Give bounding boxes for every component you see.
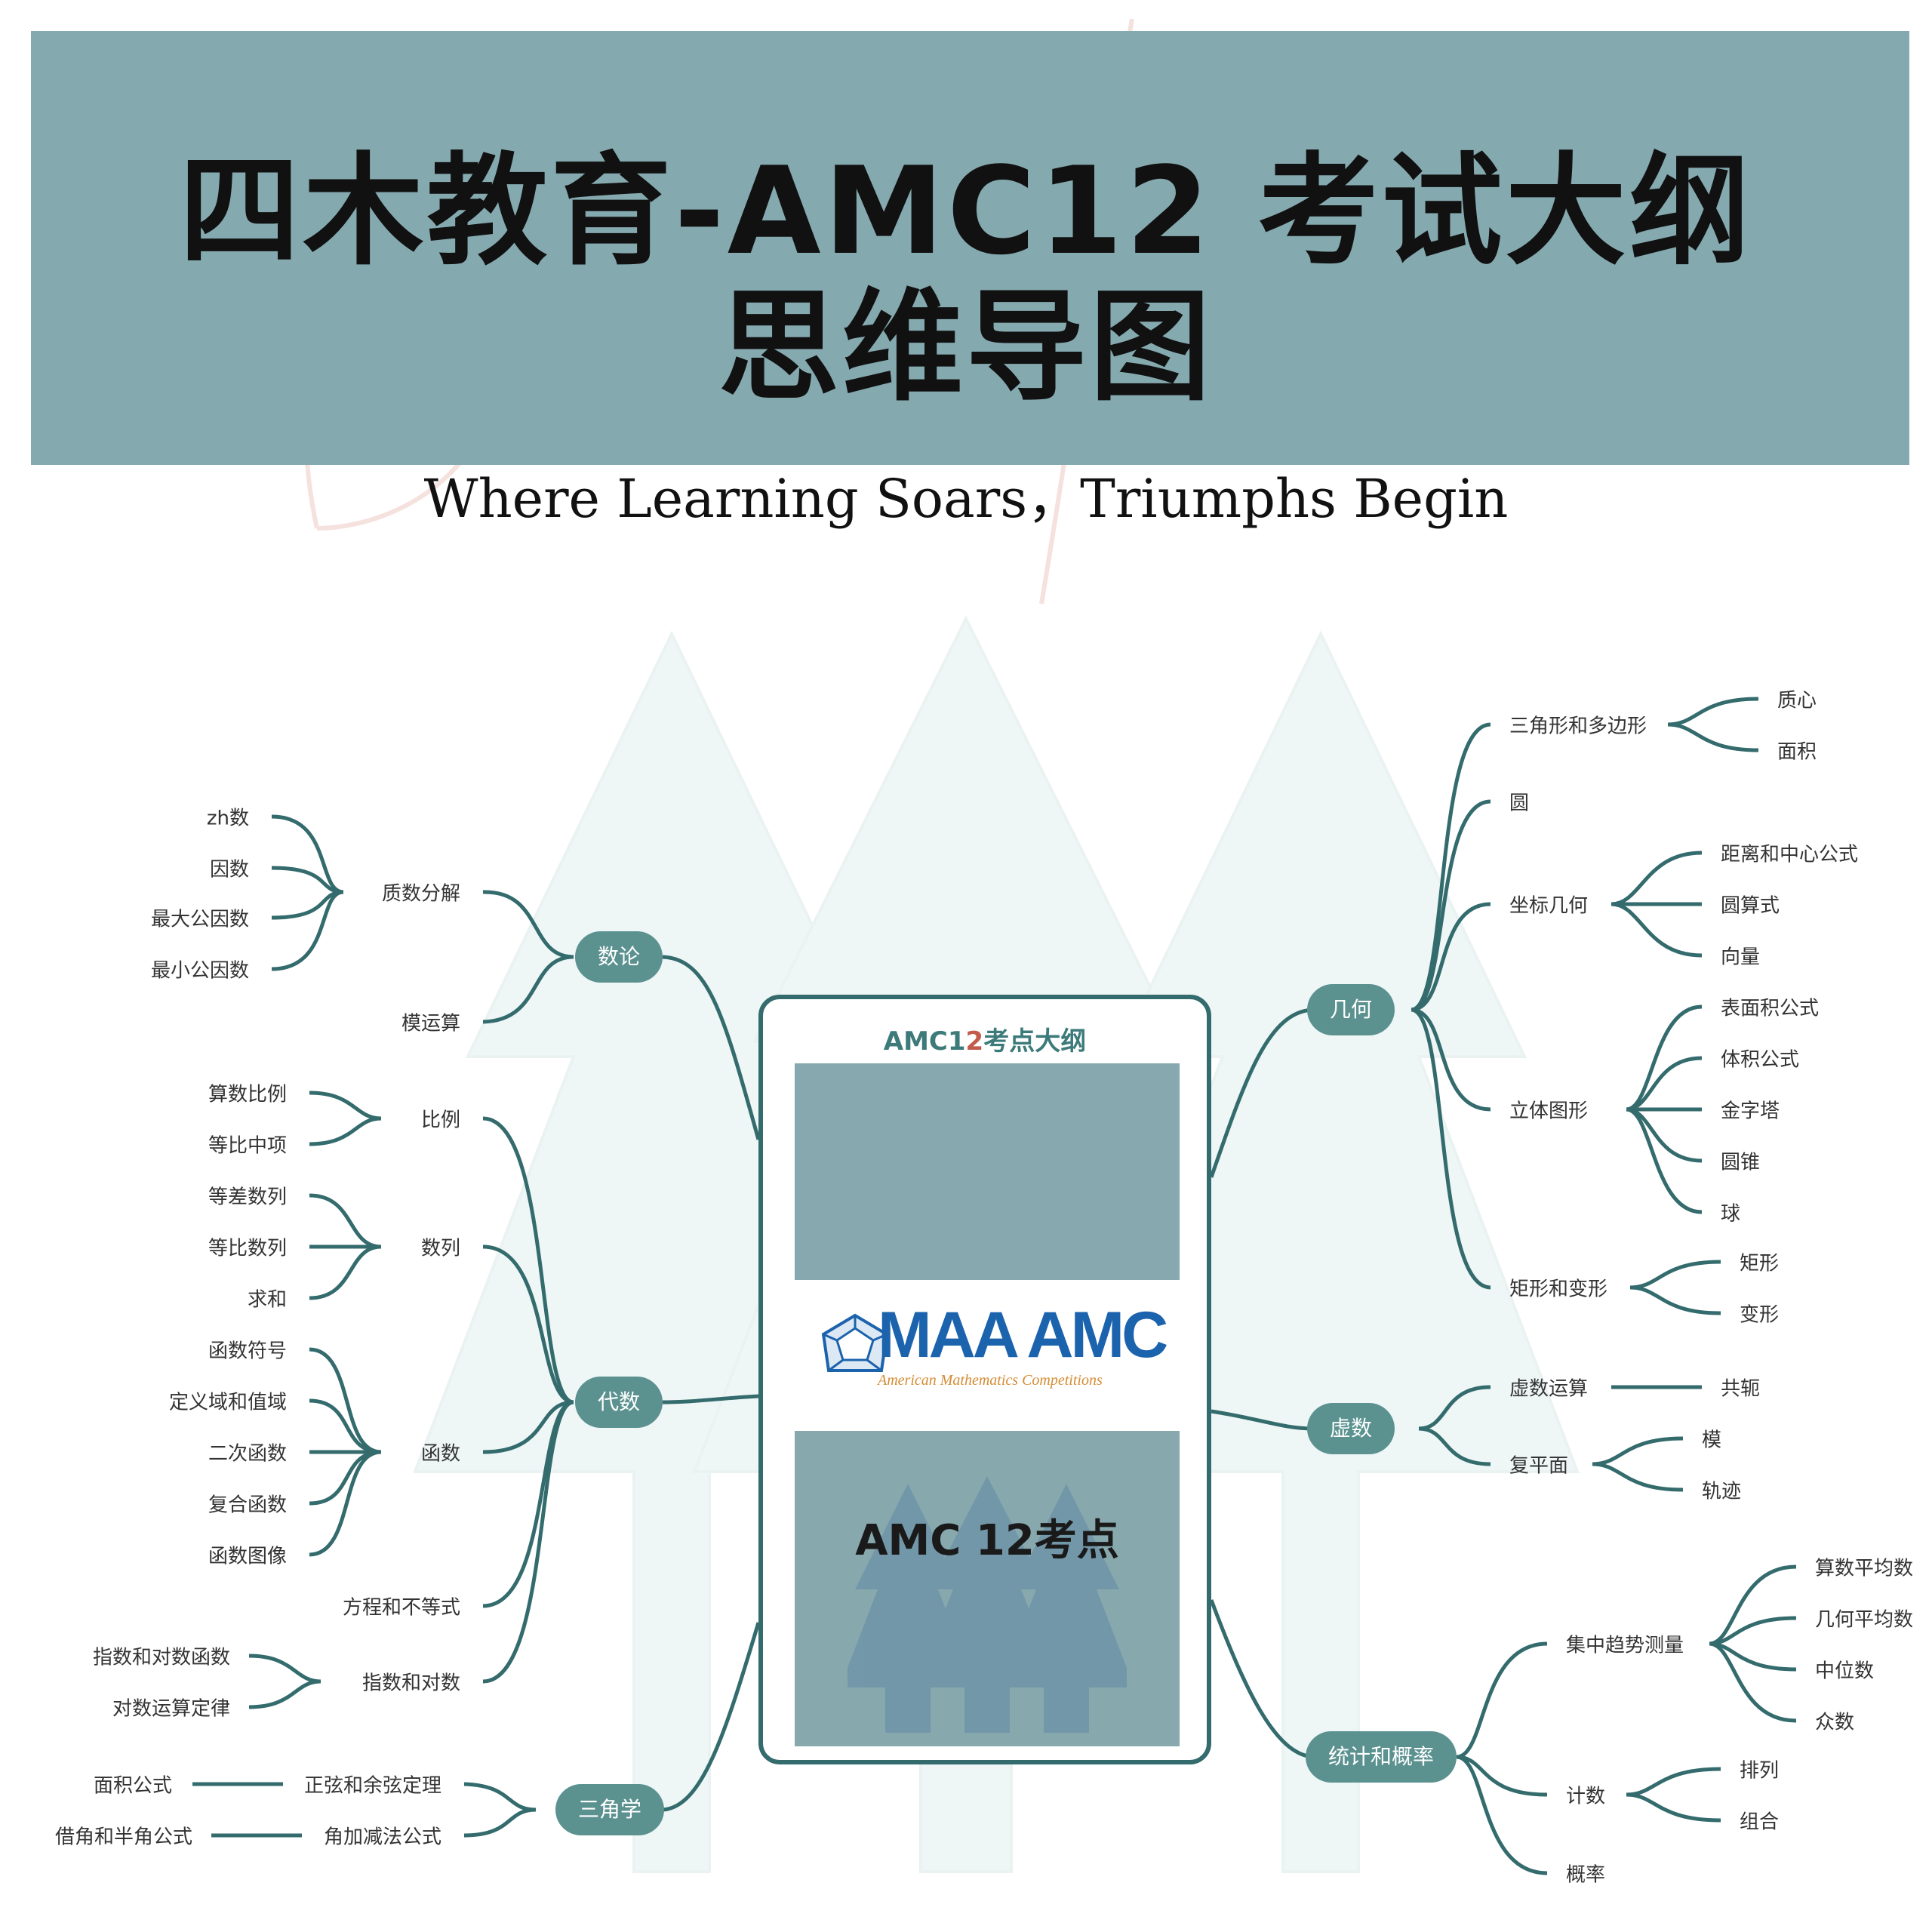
node-statistics: 统计和概率 bbox=[1305, 1731, 1457, 1783]
leaf-transform: 变形 bbox=[1740, 1303, 1780, 1327]
leaf-quadratic: 二次函数 bbox=[208, 1442, 287, 1466]
leaf-area-formula: 面积公式 bbox=[93, 1774, 172, 1798]
node-sine-cosine: 正弦和余弦定理 bbox=[303, 1774, 441, 1798]
leaf-vector: 向量 bbox=[1721, 946, 1761, 969]
node-exp-log: 指数和对数 bbox=[361, 1672, 460, 1695]
leaf-arith-mean: 算数平均数 bbox=[1815, 1557, 1914, 1580]
node-modular: 模运算 bbox=[401, 1012, 460, 1035]
title-line-1: 四木教育-AMC12 考试大纲 bbox=[179, 140, 1753, 281]
poster-heading: AMC 12考点 bbox=[855, 1516, 1119, 1565]
node-equation: 方程和不等式 bbox=[342, 1596, 460, 1620]
node-angle-sum: 角加减法公式 bbox=[323, 1826, 441, 1849]
leaf-modulus: 模 bbox=[1702, 1429, 1722, 1452]
image-panel-top bbox=[795, 1063, 1180, 1280]
center-topic-card: AMC12考点大纲 MAA AMC American Mathematics C… bbox=[758, 995, 1211, 1764]
leaf-arith-ratio: 算数比例 bbox=[208, 1083, 287, 1106]
node-trigonometry: 三角学 bbox=[555, 1784, 665, 1835]
leaf-surface-area: 表面积公式 bbox=[1721, 997, 1820, 1020]
leaf-pyramid: 金字塔 bbox=[1721, 1100, 1780, 1123]
node-sequence: 数列 bbox=[420, 1237, 460, 1260]
node-rectangle: 矩形和变形 bbox=[1509, 1278, 1608, 1301]
node-central-tendency: 集中趋势测量 bbox=[1566, 1634, 1684, 1657]
leaf-lcm: 最小公因数 bbox=[150, 959, 249, 983]
leaf-locus: 轨迹 bbox=[1702, 1480, 1742, 1503]
leaf-half-angle: 借角和半角公式 bbox=[54, 1826, 192, 1849]
node-counting: 计数 bbox=[1566, 1785, 1606, 1808]
leaf-func-notation: 函数符号 bbox=[208, 1340, 287, 1363]
node-solid: 立体图形 bbox=[1509, 1100, 1589, 1123]
leaf-rectangle: 矩形 bbox=[1740, 1252, 1780, 1275]
leaf-median: 中位数 bbox=[1815, 1660, 1875, 1683]
leaf-gcd: 最大公因数 bbox=[150, 908, 249, 931]
leaf-arith-seq: 等差数列 bbox=[208, 1186, 287, 1209]
node-complex-operation: 虚数运算 bbox=[1509, 1377, 1589, 1401]
center-title: AMC12考点大纲 bbox=[763, 1020, 1207, 1057]
leaf-combination: 组合 bbox=[1740, 1810, 1780, 1834]
logo-text: MAA AMC bbox=[878, 1299, 1168, 1371]
leaf-geo-seq: 等比数列 bbox=[208, 1237, 287, 1260]
center-title-part-c: 考点大纲 bbox=[983, 1026, 1087, 1057]
tagline: Where Learning Soars，Triumphs Begin bbox=[423, 468, 1509, 530]
leaf-geo-mean: 几何平均数 bbox=[1815, 1608, 1914, 1632]
leaf-circle-equation: 圆算式 bbox=[1721, 894, 1780, 918]
leaf-exp-log-func: 指数和对数函数 bbox=[92, 1646, 230, 1669]
leaf-volume: 体积公式 bbox=[1721, 1048, 1800, 1072]
leaf-distance: 距离和中心公式 bbox=[1721, 843, 1859, 866]
node-probability: 概率 bbox=[1566, 1863, 1606, 1887]
node-complex: 虚数 bbox=[1306, 1403, 1395, 1454]
leaf-summation: 求和 bbox=[247, 1288, 287, 1312]
leaf-zh-number: zh数 bbox=[206, 807, 249, 830]
leaf-func-graph: 函数图像 bbox=[208, 1545, 287, 1568]
center-title-part-b: 2 bbox=[965, 1026, 984, 1057]
leaf-sphere: 球 bbox=[1721, 1202, 1741, 1226]
tree-graphic bbox=[848, 1476, 1127, 1733]
leaf-permutation: 排列 bbox=[1740, 1759, 1780, 1783]
leaf-geo-mean-term: 等比中项 bbox=[208, 1134, 287, 1158]
header-banner bbox=[31, 31, 1909, 465]
node-coordinate: 坐标几何 bbox=[1509, 894, 1589, 918]
node-algebra: 代数 bbox=[574, 1377, 663, 1428]
maa-amc-logo: MAA AMC American Mathematics Competition… bbox=[795, 1280, 1180, 1431]
dodecahedron-icon bbox=[821, 1313, 889, 1372]
node-number-theory: 数论 bbox=[574, 931, 663, 983]
node-circle: 圆 bbox=[1509, 792, 1530, 815]
image-panel-bottom: AMC 12考点 bbox=[795, 1431, 1180, 1746]
node-prime-factorization: 质数分解 bbox=[381, 882, 460, 906]
leaf-area: 面积 bbox=[1777, 740, 1817, 764]
page-title: 四木教育-AMC12 考试大纲 思维导图 bbox=[0, 143, 1932, 415]
leaf-composite: 复合函数 bbox=[208, 1494, 287, 1517]
node-triangle: 三角形和多边形 bbox=[1509, 715, 1647, 738]
leaf-cone: 圆锥 bbox=[1721, 1151, 1761, 1174]
node-complex-plane: 复平面 bbox=[1509, 1454, 1569, 1478]
leaf-conjugate: 共轭 bbox=[1721, 1377, 1761, 1401]
title-line-2: 思维导图 bbox=[718, 276, 1214, 417]
leaf-factor: 因数 bbox=[209, 858, 249, 881]
node-function: 函数 bbox=[420, 1442, 460, 1466]
node-ratio: 比例 bbox=[420, 1109, 460, 1132]
logo-subtitle: American Mathematics Competitions bbox=[878, 1372, 1103, 1389]
leaf-domain-range: 定义域和值域 bbox=[168, 1391, 287, 1414]
leaf-centroid: 质心 bbox=[1777, 689, 1817, 712]
center-title-part-a: AMC1 bbox=[883, 1026, 966, 1057]
leaf-mode: 众数 bbox=[1815, 1711, 1855, 1734]
leaf-log-laws: 对数运算定律 bbox=[112, 1697, 230, 1721]
node-geometry: 几何 bbox=[1306, 984, 1395, 1035]
